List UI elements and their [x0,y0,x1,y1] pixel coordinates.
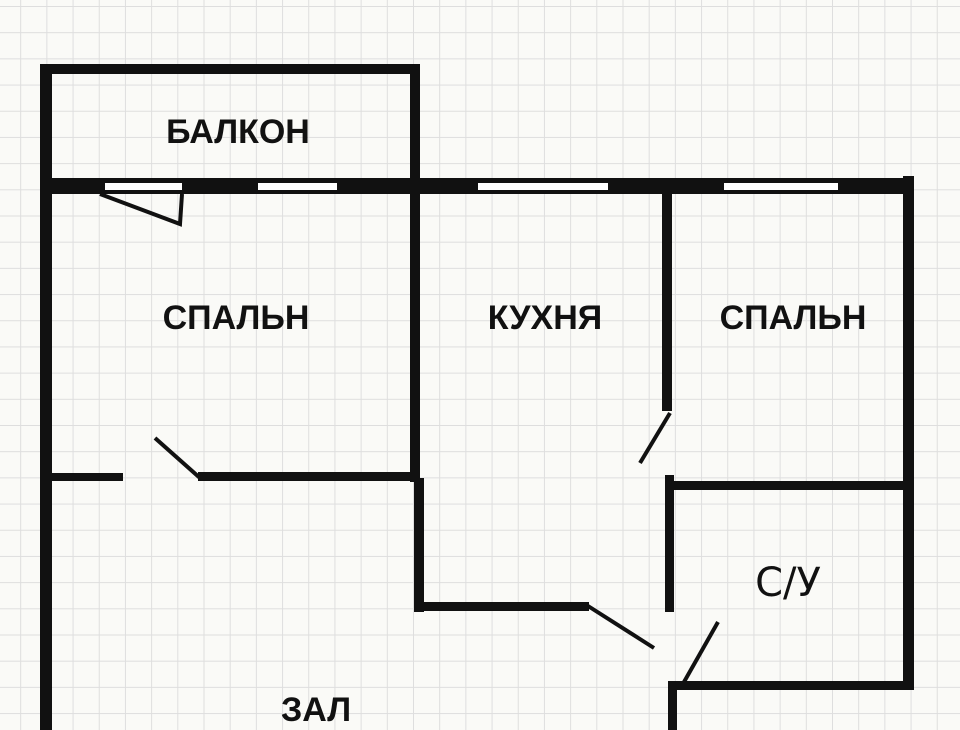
bedroom-kitchen-wall [410,190,420,482]
walls [40,64,914,730]
bathroom-door [682,621,720,683]
balcony-door-swing [99,192,184,227]
bedroom2-door [638,411,672,465]
kitchen-left-lower-wall [414,478,424,612]
window [258,183,337,190]
balcony-right-wall [410,64,420,192]
window [105,183,182,190]
room-label-living-room: ЗАЛ [281,691,351,729]
windows [105,183,838,190]
bedroom-door [153,436,202,480]
living-right-wall [668,681,677,730]
window [724,183,838,190]
room-label-balcony: БАЛКОН [166,113,310,151]
bathroom-left-wall [665,475,674,612]
room-label-bedroom-left: СПАЛЬН [163,299,310,337]
room-label-bathroom: С/У [755,560,821,606]
kitchen-bedroom2-wall [662,190,672,411]
kitchen-door [586,604,656,650]
bathroom-bottom-wall [668,681,914,690]
bedroom-bottom-wall [198,472,416,481]
outer-left-wall [40,64,52,730]
bedroom-bottom-stub [52,473,123,481]
room-label-bedroom-right: СПАЛЬН [720,299,867,337]
bathroom-top-wall [668,481,912,490]
window [478,183,608,190]
room-label-kitchen: КУХНЯ [488,299,602,337]
doors [99,192,720,683]
outer-right-wall [903,176,914,690]
balcony-top-wall [40,64,420,74]
kitchen-bottom-wall [415,602,589,611]
